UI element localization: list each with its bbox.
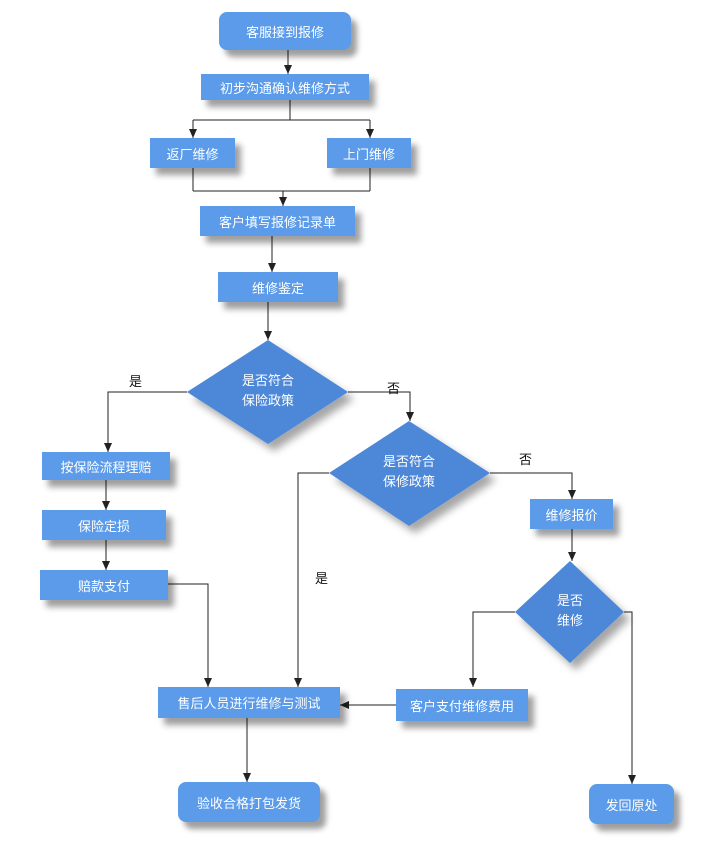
node-aftersales-repair: 售后人员进行维修与测试	[158, 687, 340, 718]
node-onsite-repair: 上门维修	[327, 138, 411, 168]
node-fill-record: 客户填写报修记录单	[200, 206, 355, 236]
node-communicate: 初步沟通确认维修方式	[201, 74, 369, 100]
node-compensation: 赔款支付	[40, 570, 168, 600]
node-appraisal: 维修鉴定	[218, 272, 338, 302]
edge-label-warranty-yes: 是	[315, 572, 329, 587]
edge-label-warranty-no: 否	[519, 453, 533, 468]
diamond-warranty-policy	[329, 421, 490, 526]
diamond-insurance-policy	[187, 340, 348, 444]
node-insurance-claim-process: 按保险流程理赔	[42, 452, 170, 480]
node-insurance-loss: 保险定损	[42, 510, 166, 540]
edge-decision-pay	[469, 611, 515, 687]
node-customer-pay: 客户支付维修费用	[396, 689, 528, 721]
edge-insurance-no	[348, 391, 414, 421]
edge-warranty-no	[490, 472, 576, 499]
node-report: 客服接到报修	[219, 12, 351, 50]
edge-insurance-yes	[104, 391, 187, 452]
node-acceptance: 验收合格打包发货	[178, 782, 320, 822]
edge-label-insurance-yes: 是	[129, 375, 143, 390]
diamond-repair-decision	[515, 561, 624, 663]
edge-compensation-aftersales	[168, 583, 212, 687]
edge-warranty-yes	[294, 472, 329, 687]
node-factory-repair: 返厂维修	[150, 138, 235, 168]
node-return-origin: 发回原处	[589, 784, 674, 824]
node-repair-quote: 维修报价	[530, 499, 613, 529]
edge-decision-return	[624, 611, 636, 784]
edge-label-insurance-no: 否	[387, 382, 401, 397]
